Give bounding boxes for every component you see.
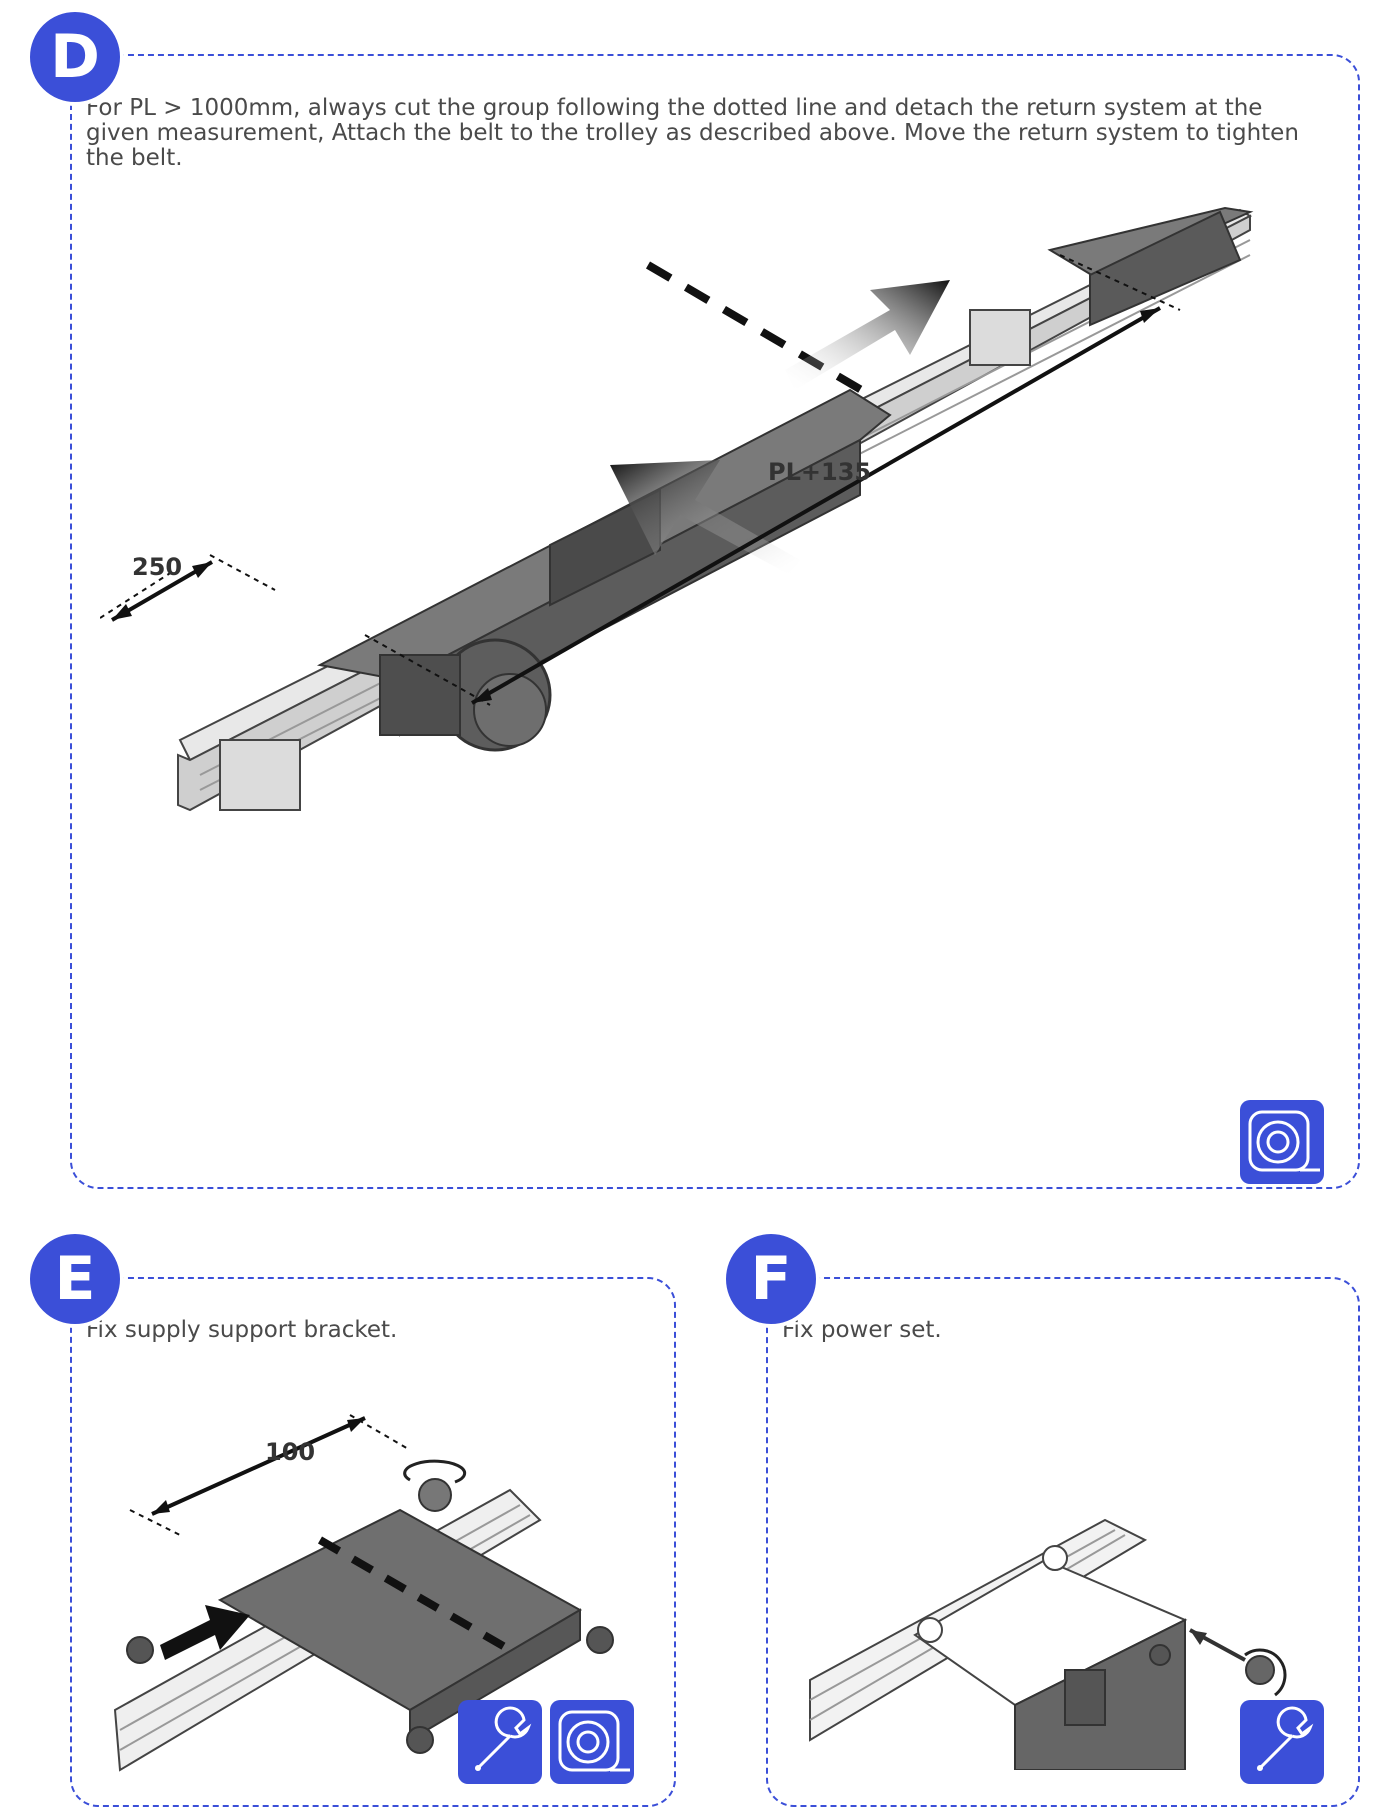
tape-measure-icon <box>550 1700 634 1784</box>
step-f-badge: F <box>722 1230 820 1328</box>
dim-label-pl135: PL+135 <box>768 458 871 486</box>
support-bracket <box>217 1508 583 1712</box>
step-e-instruction: Fix supply support bracket. <box>86 1317 398 1343</box>
step-d-illustration: 250 PL+135 <box>100 206 1254 812</box>
wrench-icon <box>1240 1700 1324 1784</box>
cut-line <box>645 261 873 399</box>
dim-label-100: 100 <box>265 1438 315 1466</box>
control-unit <box>549 488 661 607</box>
dim-label-250: 250 <box>132 553 182 581</box>
step-f-illustration <box>809 1518 1287 1770</box>
step-e-illustration: 100 <box>113 1414 614 1772</box>
push-arrow-upper <box>785 280 950 390</box>
push-arrow-lower <box>610 460 800 575</box>
wrench-icon <box>458 1700 542 1784</box>
tape-measure-icon <box>1240 1100 1324 1184</box>
step-e-badge: E <box>26 1230 124 1328</box>
dim-line-pl135 <box>471 306 1161 705</box>
step-d-badge: D <box>26 8 124 106</box>
dim-line-100 <box>151 1416 366 1516</box>
step-d-instruction: For PL > 1000mm, always cut the group fo… <box>86 96 1326 171</box>
step-f-instruction: Fix power set. <box>782 1317 942 1343</box>
